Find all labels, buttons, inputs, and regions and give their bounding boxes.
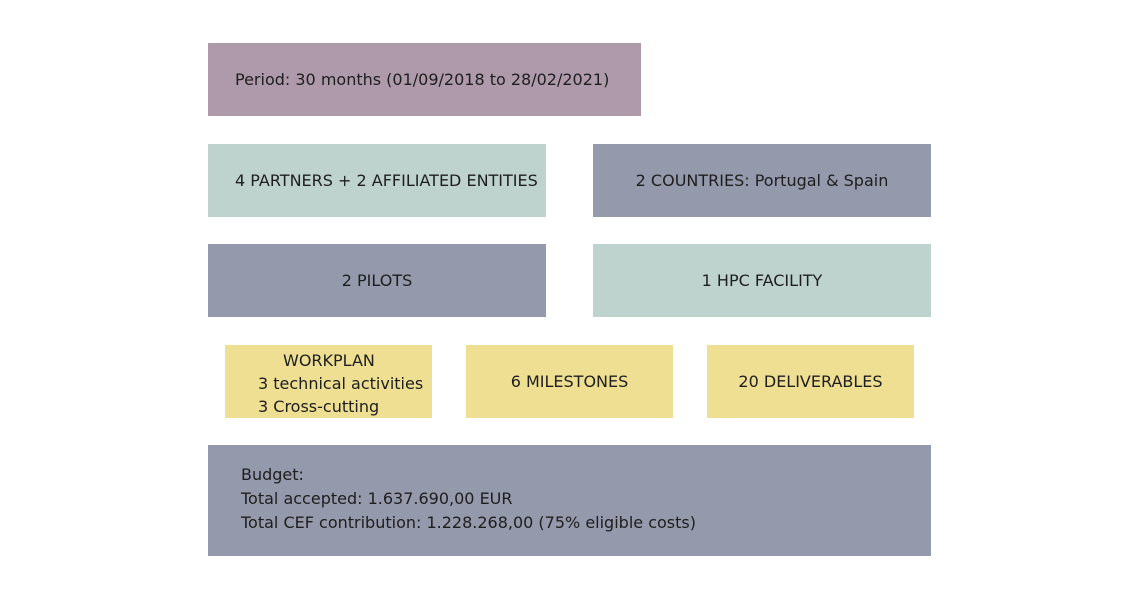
deliverables-box: 20 DELIVERABLES	[707, 345, 914, 418]
pilots-text: 2 PILOTS	[341, 271, 413, 290]
budget-title: Budget:	[241, 465, 304, 484]
pilots-box: 2 PILOTS	[208, 244, 546, 317]
milestones-text: 6 MILESTONES	[510, 372, 629, 391]
budget-total-accepted: Total accepted: 1.637.690,00 EUR	[241, 489, 513, 508]
workplan-title: WORKPLAN	[283, 351, 375, 370]
deliverables-text: 20 DELIVERABLES	[738, 372, 883, 391]
hpc-facility-box: 1 HPC FACILITY	[593, 244, 931, 317]
workplan-technical-activities: 3 technical activities	[258, 374, 424, 393]
partners-text: 4 PARTNERS + 2 AFFILIATED ENTITIES	[235, 171, 538, 190]
countries-box: 2 COUNTRIES: Portugal & Spain	[593, 144, 931, 217]
period-text: Period: 30 months (01/09/2018 to 28/02/2…	[235, 70, 610, 89]
partners-box: 4 PARTNERS + 2 AFFILIATED ENTITIES	[208, 144, 546, 217]
hpc-facility-text: 1 HPC FACILITY	[701, 271, 823, 290]
milestones-box: 6 MILESTONES	[466, 345, 673, 418]
workplan-cross-cutting: 3 Cross-cutting	[258, 397, 380, 416]
countries-text: 2 COUNTRIES: Portugal & Spain	[635, 171, 889, 190]
workplan-box: WORKPLAN 3 technical activities 3 Cross-…	[225, 345, 432, 418]
budget-cef-contribution: Total CEF contribution: 1.228.268,00 (75…	[241, 513, 696, 532]
budget-box: Budget: Total accepted: 1.637.690,00 EUR…	[208, 445, 931, 556]
period-box: Period: 30 months (01/09/2018 to 28/02/2…	[208, 43, 641, 116]
